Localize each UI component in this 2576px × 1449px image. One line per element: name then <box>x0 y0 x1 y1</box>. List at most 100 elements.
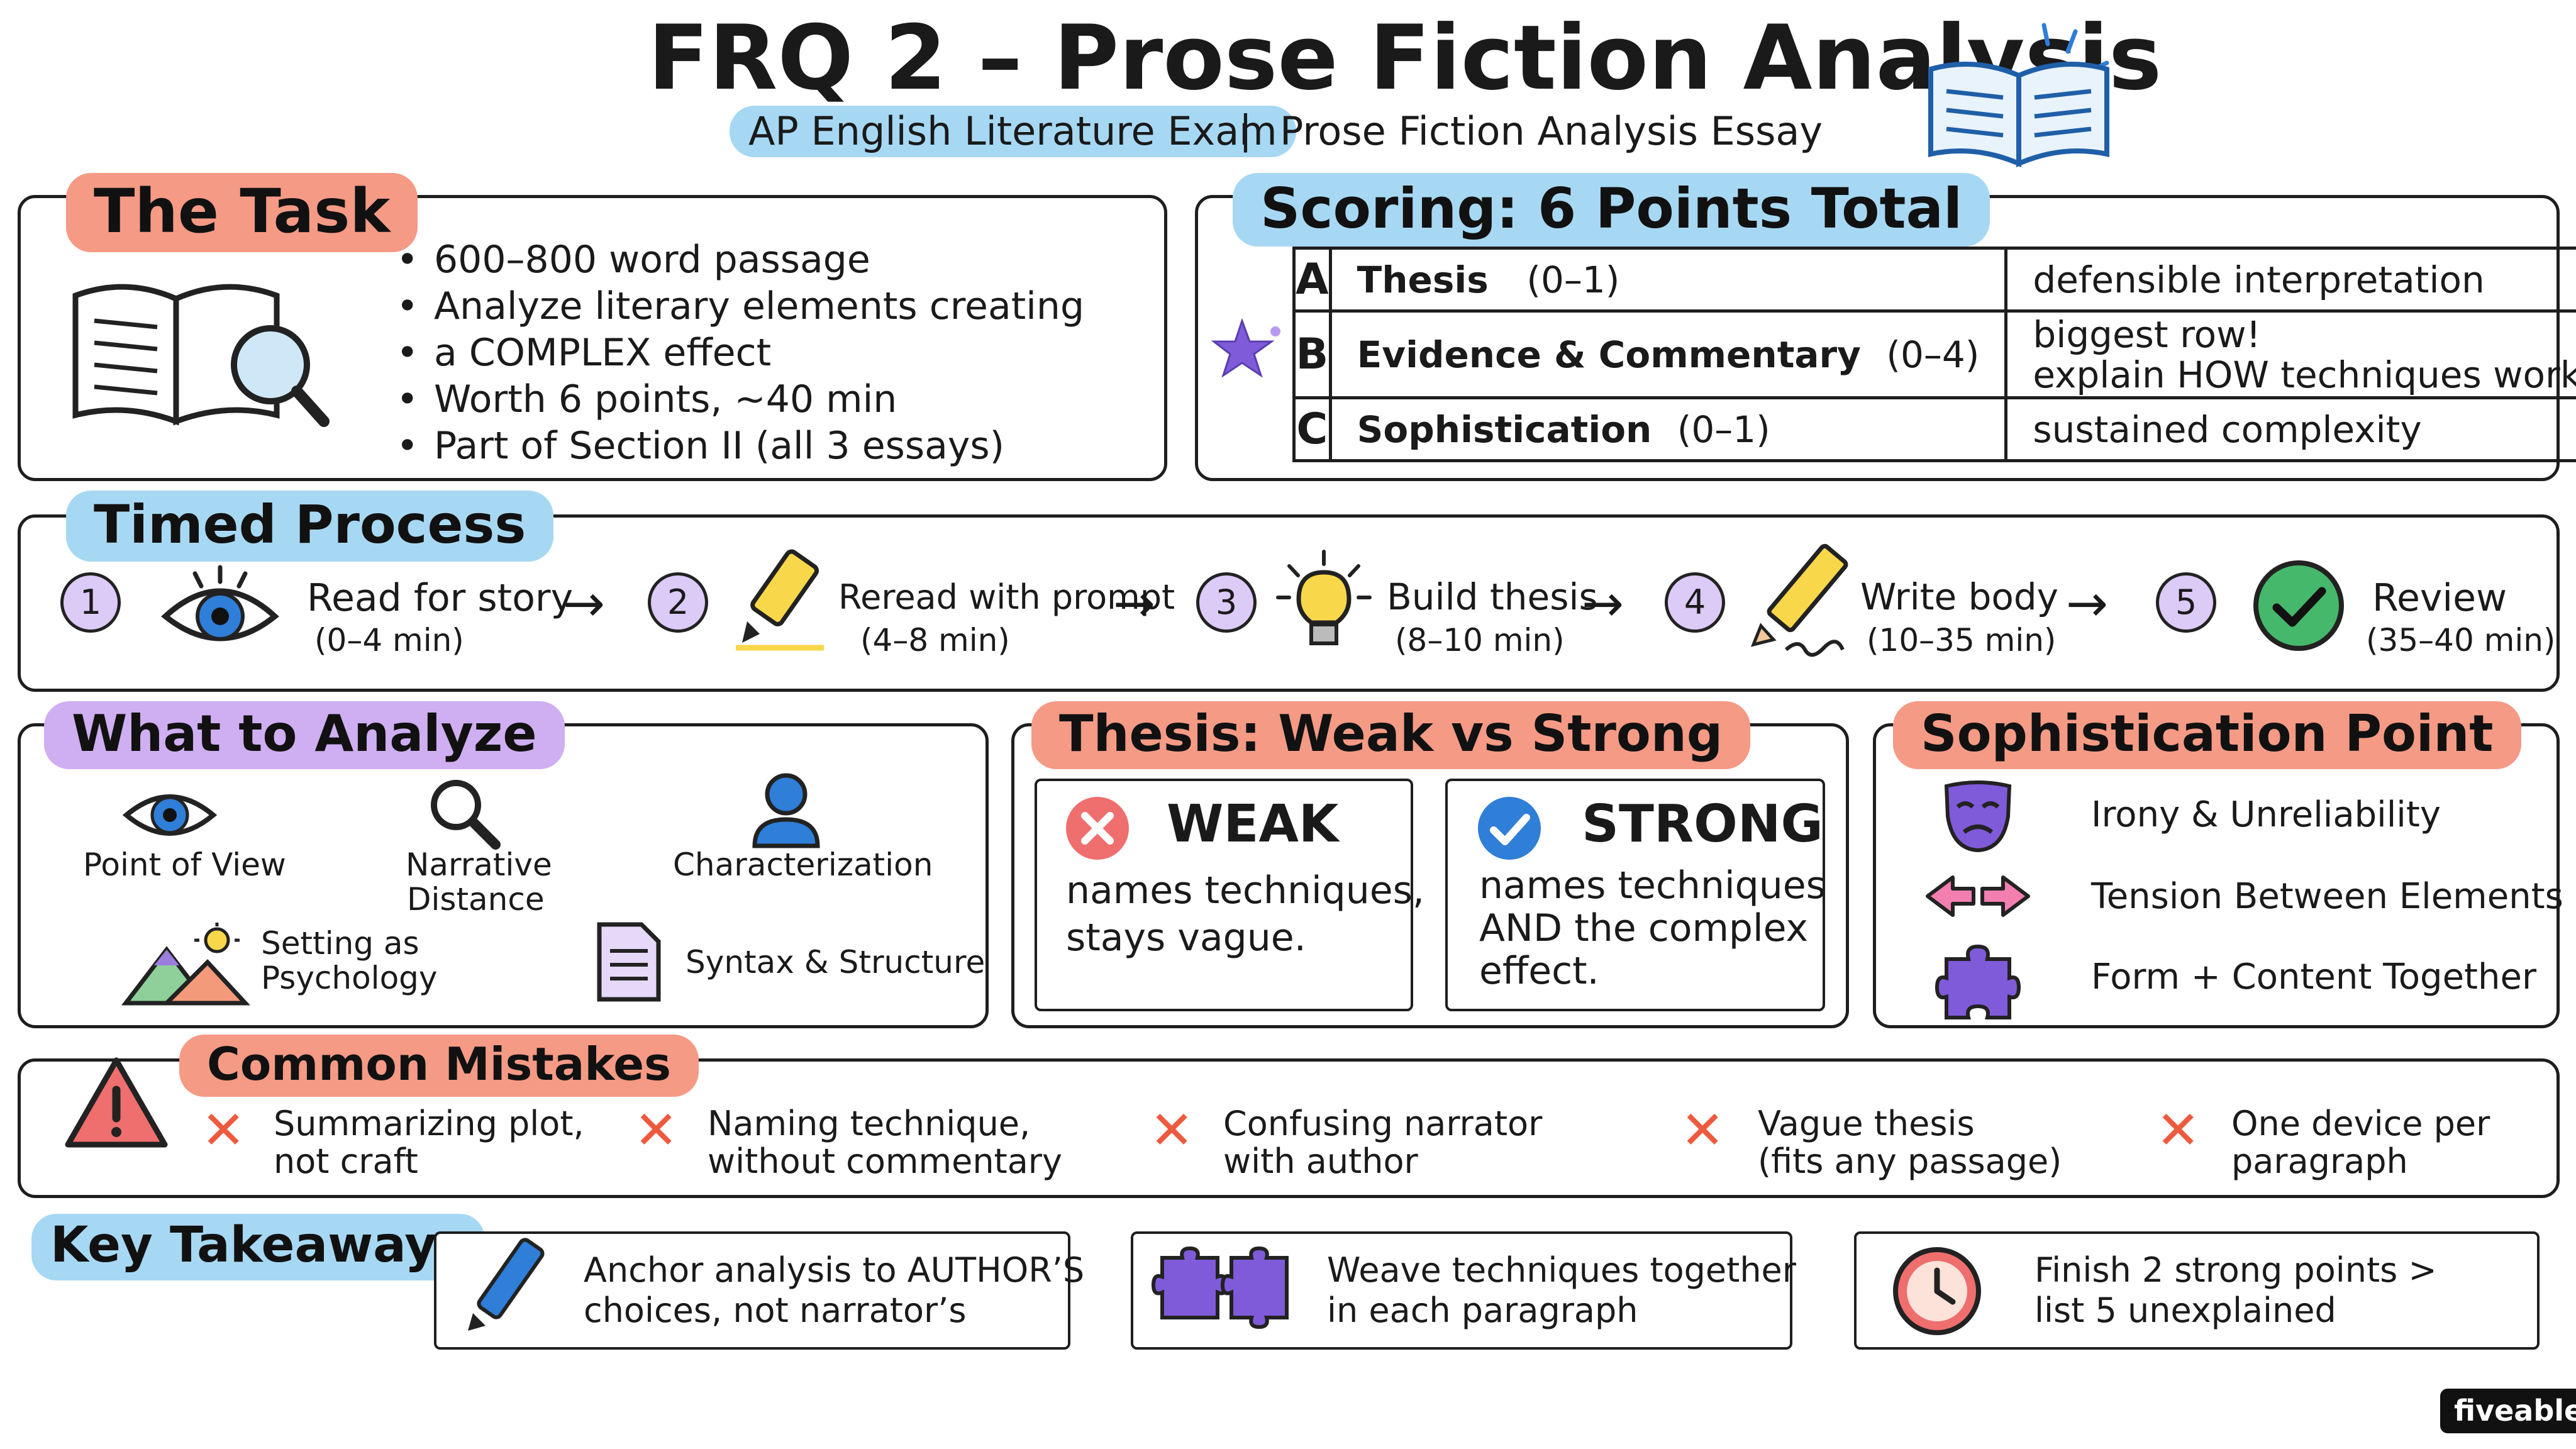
x-icon: ✕ <box>201 1099 246 1161</box>
task-bullet: a COMPLEX effect <box>390 330 1084 376</box>
scoring-table: A Thesis (0–1) defensible interpretation… <box>1292 247 2576 462</box>
criterion-points: (0–1) <box>1677 408 1770 451</box>
score-criterion: Sophistication (0–1) <box>1328 396 2008 462</box>
mistake-text: with author <box>1223 1141 1418 1181</box>
check-circle-icon <box>1478 797 1541 860</box>
process-panel <box>18 514 2560 692</box>
scoring-heading: Scoring: 6 Points Total <box>1233 173 1990 247</box>
criterion-points: (0–4) <box>1886 333 1980 376</box>
document-icon <box>597 922 661 1002</box>
step-label: Write body <box>1860 575 2059 618</box>
step-time: (35–40 min) <box>2366 622 2556 658</box>
score-letter: B <box>1292 309 1332 399</box>
note-line: defensible interpretation <box>2033 258 2485 301</box>
analyze-item-label: Point of View <box>83 847 286 883</box>
takeaway-text: list 5 unexplained <box>2035 1291 2336 1330</box>
sophistication-item-label: Tension Between Elements <box>2091 876 2563 917</box>
task-heading: The Task <box>66 173 418 253</box>
task-bullet: Worth 6 points, ~40 min <box>390 376 1084 423</box>
step-number: 5 <box>2156 572 2216 633</box>
task-bullet: 600–800 word passage <box>390 236 1084 283</box>
step-time: (4–8 min) <box>860 622 1010 658</box>
checkmark-icon <box>2253 560 2344 651</box>
step-number: 2 <box>648 572 708 633</box>
mistake-text: (fits any passage) <box>1758 1141 2062 1181</box>
step-arrow: → <box>563 574 606 633</box>
step-number: 3 <box>1196 572 1257 633</box>
score-letter: C <box>1292 396 1332 462</box>
task-bullet: Part of Section II (all 3 essays) <box>390 423 1084 469</box>
strong-text-line: effect. <box>1479 949 1599 993</box>
fiveable-logo: fiveable <box>2440 1389 2576 1434</box>
step-label: Build thesis <box>1387 575 1598 618</box>
analyze-item-label: Setting as <box>261 925 419 962</box>
strong-title: STRONG <box>1582 794 1823 854</box>
step-time: (8–10 min) <box>1395 622 1565 658</box>
step-arrow: → <box>2066 574 2109 633</box>
note-line: explain HOW techniques work <box>2033 353 2576 396</box>
mistake-text: without commentary <box>708 1141 1062 1181</box>
x-icon: ✕ <box>1680 1099 1725 1161</box>
takeaway-text: in each paragraph <box>1327 1291 1638 1330</box>
analyze-item-label: Distance <box>407 881 545 918</box>
weak-text-line: names techniques, <box>1066 869 1424 913</box>
table-row: B Evidence & Commentary (0–4) biggest ro… <box>1292 309 2576 399</box>
score-note: biggest row!explain HOW techniques work <box>2004 309 2576 399</box>
takeaway-text: Finish 2 strong points > <box>2035 1250 2437 1290</box>
step-arrow: → <box>1113 574 1156 633</box>
process-heading: Timed Process <box>66 491 554 562</box>
mistakes-heading: Common Mistakes <box>179 1035 699 1097</box>
page-title: FRQ 2 – Prose Fiction Analysis <box>648 6 2162 110</box>
step-label: Reread with prompt <box>838 577 1175 617</box>
eye-icon <box>122 794 218 836</box>
x-circle-icon <box>1066 797 1129 860</box>
score-note: defensible interpretation <box>2004 247 2576 313</box>
analyze-heading: What to Analyze <box>44 701 565 769</box>
sophistication-item-label: Irony & Unreliability <box>2091 794 2441 835</box>
sophistication-item-label: Form + Content Together <box>2091 957 2536 997</box>
person-icon <box>752 773 820 848</box>
step-number: 1 <box>60 572 121 633</box>
criterion-name: Evidence & Commentary <box>1357 333 1861 376</box>
highlighter-icon <box>736 549 824 651</box>
table-row: C Sophistication (0–1) sustained complex… <box>1292 396 2576 462</box>
task-bullet: Analyze literary elements creating <box>390 283 1084 330</box>
weak-title: WEAK <box>1167 794 1339 854</box>
takeaways-heading: Key Takeaways <box>31 1214 485 1280</box>
mistake-text: paragraph <box>2231 1141 2408 1181</box>
analyze-item-label: Psychology <box>261 960 438 996</box>
star-icon <box>1211 318 1280 378</box>
book-magnifier-icon <box>72 284 330 427</box>
thesis-heading: Thesis: Weak vs Strong <box>1031 701 1751 769</box>
warning-icon <box>65 1057 168 1148</box>
step-number: 4 <box>1665 572 1725 633</box>
task-bullets: 600–800 word passage Analyze literary el… <box>390 236 1084 469</box>
mistake-text: not craft <box>274 1141 418 1181</box>
note-line: biggest row! <box>2033 313 2261 356</box>
mistake-text: Summarizing plot, <box>274 1104 584 1143</box>
x-icon: ✕ <box>1150 1099 1194 1161</box>
analyze-item-label: Syntax & Structure <box>686 944 985 980</box>
mask-icon <box>1944 780 2012 853</box>
lightbulb-icon <box>1276 550 1372 645</box>
table-row: A Thesis (0–1) defensible interpretation <box>1292 247 2576 313</box>
x-icon: ✕ <box>2156 1099 2201 1161</box>
mistake-text: Naming technique, <box>708 1104 1031 1143</box>
landscape-icon <box>121 923 250 1006</box>
score-note: sustained complexity <box>2004 396 2576 462</box>
x-icon: ✕ <box>634 1099 679 1161</box>
clock-icon <box>1893 1247 1981 1335</box>
header-divider: | <box>1239 107 1252 153</box>
mistake-text: Confusing narrator <box>1223 1104 1543 1143</box>
criterion-points: (0–1) <box>1526 258 1620 301</box>
step-arrow: → <box>1582 574 1624 633</box>
header-subtitle: Prose Fiction Analysis Essay <box>1280 108 1823 154</box>
mistake-text: Vague thesis <box>1758 1104 1975 1143</box>
magnifier-icon <box>431 780 501 850</box>
step-time: (0–4 min) <box>314 622 464 658</box>
score-letter: A <box>1292 247 1332 313</box>
takeaway-text: Weave techniques together <box>1327 1250 1796 1290</box>
step-label: Review <box>2372 576 2507 620</box>
double-arrow-icon <box>1926 875 2030 917</box>
weak-text-line: stays vague. <box>1066 916 1306 960</box>
